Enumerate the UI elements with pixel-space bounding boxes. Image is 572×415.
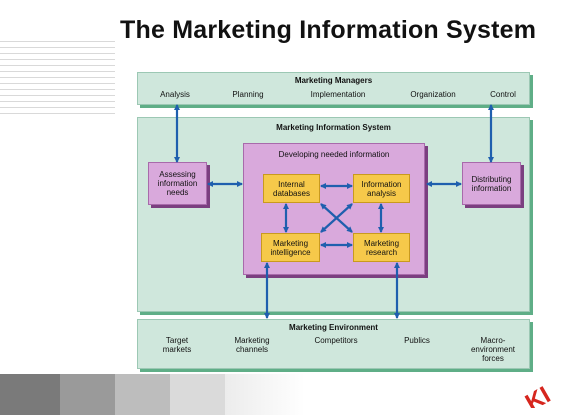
environment-item-publics: Publics xyxy=(404,336,430,345)
manager-item-implementation: Implementation xyxy=(310,90,366,99)
internal-databases-box: Internal databases xyxy=(263,174,320,203)
marketing-research-box: Marketing research xyxy=(353,233,410,262)
manager-item-planning: Planning xyxy=(232,90,264,99)
marketing-environment-panel: Marketing Environment Target markets Mar… xyxy=(137,319,530,369)
information-analysis-box: Information analysis xyxy=(353,174,410,203)
decorative-lines xyxy=(0,36,115,116)
internal-databases-label: Internal databases xyxy=(273,179,310,198)
ki-logo: KI xyxy=(521,381,555,408)
environment-item-target-markets: Target markets xyxy=(162,336,192,354)
marketing-managers-panel: Marketing Managers Analysis Planning Imp… xyxy=(137,72,530,105)
decorative-strip-4 xyxy=(170,374,225,415)
environment-item-macroenvironment-forces: Macro- environment forces xyxy=(470,336,516,363)
marketing-research-label: Marketing research xyxy=(363,238,400,257)
marketing-intelligence-label: Marketing intelligence xyxy=(270,238,311,257)
decorative-strip-1 xyxy=(0,374,60,415)
mis-title: Marketing Information System xyxy=(276,123,391,132)
assessing-label: Assessing information needs xyxy=(157,170,198,197)
decorative-strip-2 xyxy=(60,374,115,415)
distributing-label: Distributing information xyxy=(471,174,512,193)
environment-item-competitors: Competitors xyxy=(314,336,358,345)
marketing-intelligence-box: Marketing intelligence xyxy=(261,233,320,262)
assessing-information-needs-box: Assessing information needs xyxy=(148,162,207,205)
decorative-strip-3 xyxy=(115,374,170,415)
slide-title: The Marketing Information System xyxy=(120,16,537,44)
environment-item-marketing-channels: Marketing channels xyxy=(234,336,270,354)
marketing-managers-title: Marketing Managers xyxy=(294,76,373,85)
manager-item-analysis: Analysis xyxy=(160,90,190,99)
information-analysis-label: Information analysis xyxy=(361,179,402,198)
manager-item-organization: Organization xyxy=(410,90,456,99)
developing-title: Developing needed information xyxy=(278,150,390,159)
decorative-strip-5 xyxy=(225,374,305,415)
logo-text: KI xyxy=(521,381,555,408)
manager-item-control: Control xyxy=(490,90,516,99)
marketing-environment-title: Marketing Environment xyxy=(289,323,378,332)
distributing-information-box: Distributing information xyxy=(462,162,521,205)
